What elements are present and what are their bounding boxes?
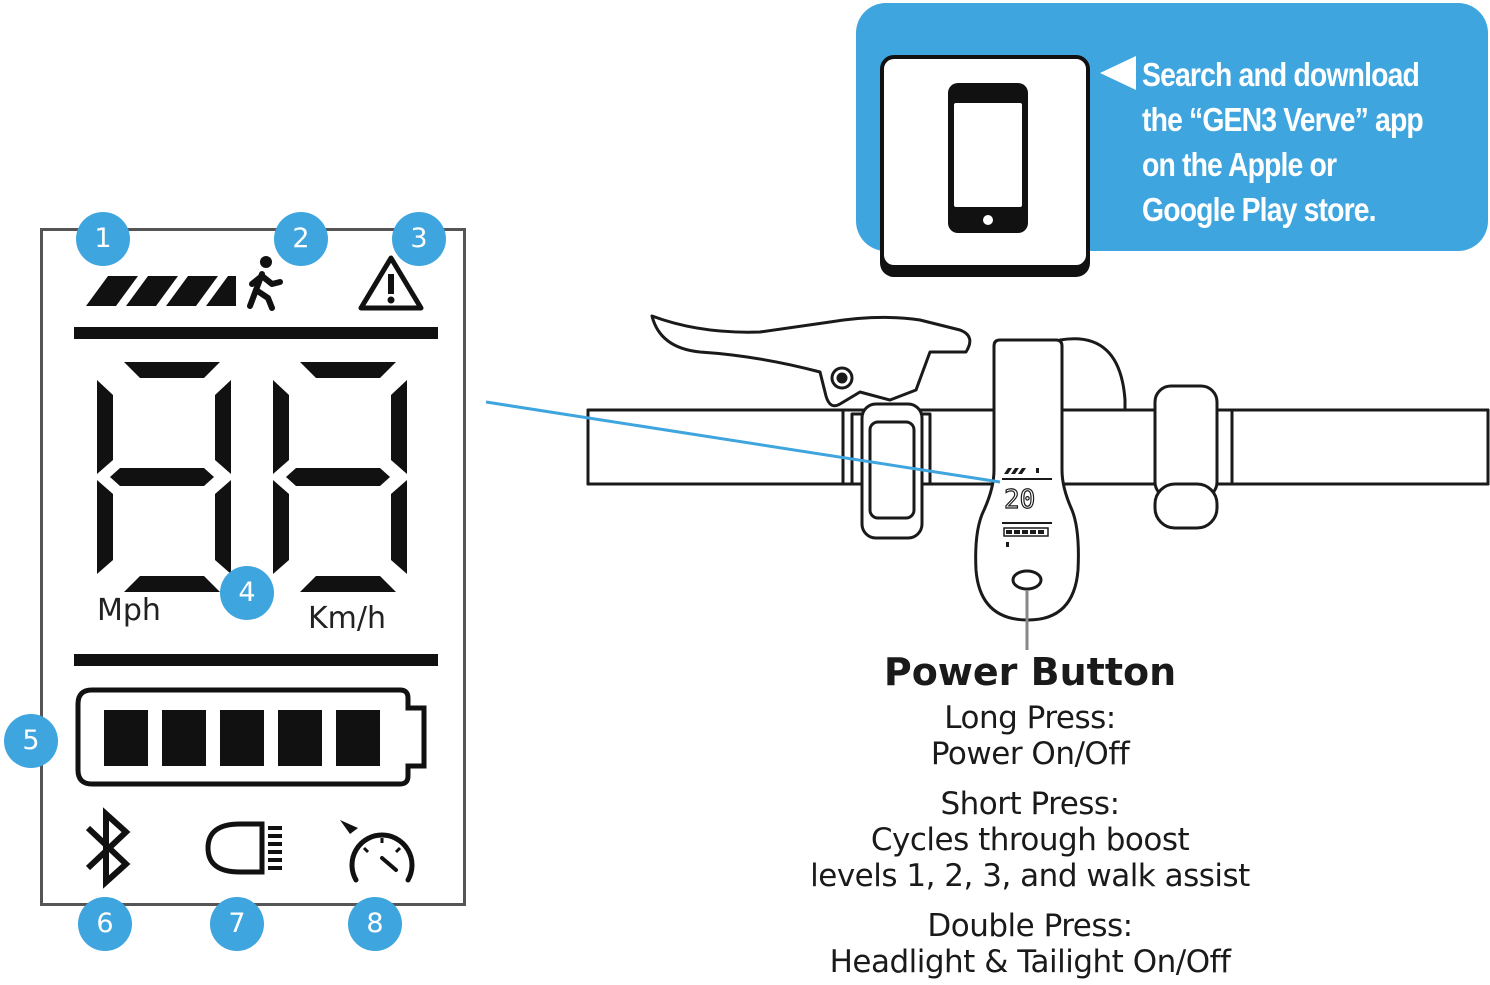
- speed-digit-right: [273, 362, 407, 592]
- smartphone-icon: [948, 83, 1028, 233]
- unit-mph-label: Mph: [97, 593, 161, 628]
- callout-badge-5: 5: [4, 714, 58, 768]
- bottom-divider: [74, 654, 438, 666]
- power-button[interactable]: [1011, 569, 1043, 591]
- right-grip: [1230, 408, 1490, 486]
- battery-segment: [220, 710, 264, 766]
- mini-display-speed: 20: [1004, 485, 1035, 515]
- double-press-desc: Headlight & Tailight On/Off: [829, 944, 1231, 980]
- app-download-text: Search and download the “GEN3 Verve” app…: [1142, 52, 1426, 232]
- callout-badge-8: 8: [348, 897, 402, 951]
- walk-icon: [247, 256, 283, 311]
- assist-level-bars-icon: [86, 276, 236, 306]
- mini-display-screen: [1002, 468, 1052, 547]
- long-press-desc: Power On/Off: [930, 736, 1130, 772]
- callout-badge-6: 6: [78, 897, 132, 951]
- pointer-arrow-icon: [1100, 56, 1136, 90]
- power-button-title: Power Button: [883, 650, 1177, 694]
- headlight-icon: [205, 821, 282, 875]
- app-text-line-3: on the Apple or: [1142, 146, 1337, 183]
- lcd-display-panel: Mph Km/h: [40, 228, 466, 906]
- battery-segment: [336, 710, 380, 766]
- callout-badge-7: 7: [210, 897, 264, 951]
- double-press-label: Double Press:: [927, 908, 1133, 944]
- callout-badge-2: 2: [274, 212, 328, 266]
- app-text-line-1: Search and download: [1142, 56, 1420, 93]
- short-press-desc-1: Cycles through boost: [870, 822, 1190, 858]
- throttle-lever: [1153, 482, 1219, 530]
- unit-kmh-label: Km/h: [308, 601, 387, 636]
- callout-badge-1: 1: [76, 212, 130, 266]
- short-press-desc-2: levels 1, 2, 3, and walk assist: [810, 858, 1250, 894]
- app-text-line-4: Google Play store.: [1142, 191, 1377, 228]
- long-press-label: Long Press:: [944, 700, 1116, 736]
- boost-speedometer-icon: [340, 820, 415, 883]
- app-text-line-2: the “GEN3 Verve” app: [1142, 101, 1424, 138]
- brake-lever: [650, 314, 972, 408]
- left-grip: [586, 408, 845, 486]
- lcd-graphics: [74, 255, 438, 889]
- battery-segment: [278, 710, 322, 766]
- bluetooth-icon: [85, 807, 131, 889]
- phone-card: [880, 55, 1090, 269]
- battery-segment: [104, 710, 148, 766]
- speed-digit-left: [97, 362, 231, 592]
- warning-icon: [358, 255, 424, 311]
- short-press-label: Short Press:: [940, 786, 1120, 822]
- battery-icon: [75, 687, 427, 787]
- power-button-instructions: Power Button Long Press: Power On/Off Sh…: [780, 648, 1280, 980]
- battery-segment: [162, 710, 206, 766]
- leader-line: [485, 400, 1001, 484]
- callout-badge-3: 3: [392, 212, 446, 266]
- top-divider: [74, 327, 438, 339]
- callout-badge-4: 4: [220, 566, 274, 620]
- battery-segments: [104, 710, 380, 766]
- throttle-clamp: [1153, 384, 1219, 500]
